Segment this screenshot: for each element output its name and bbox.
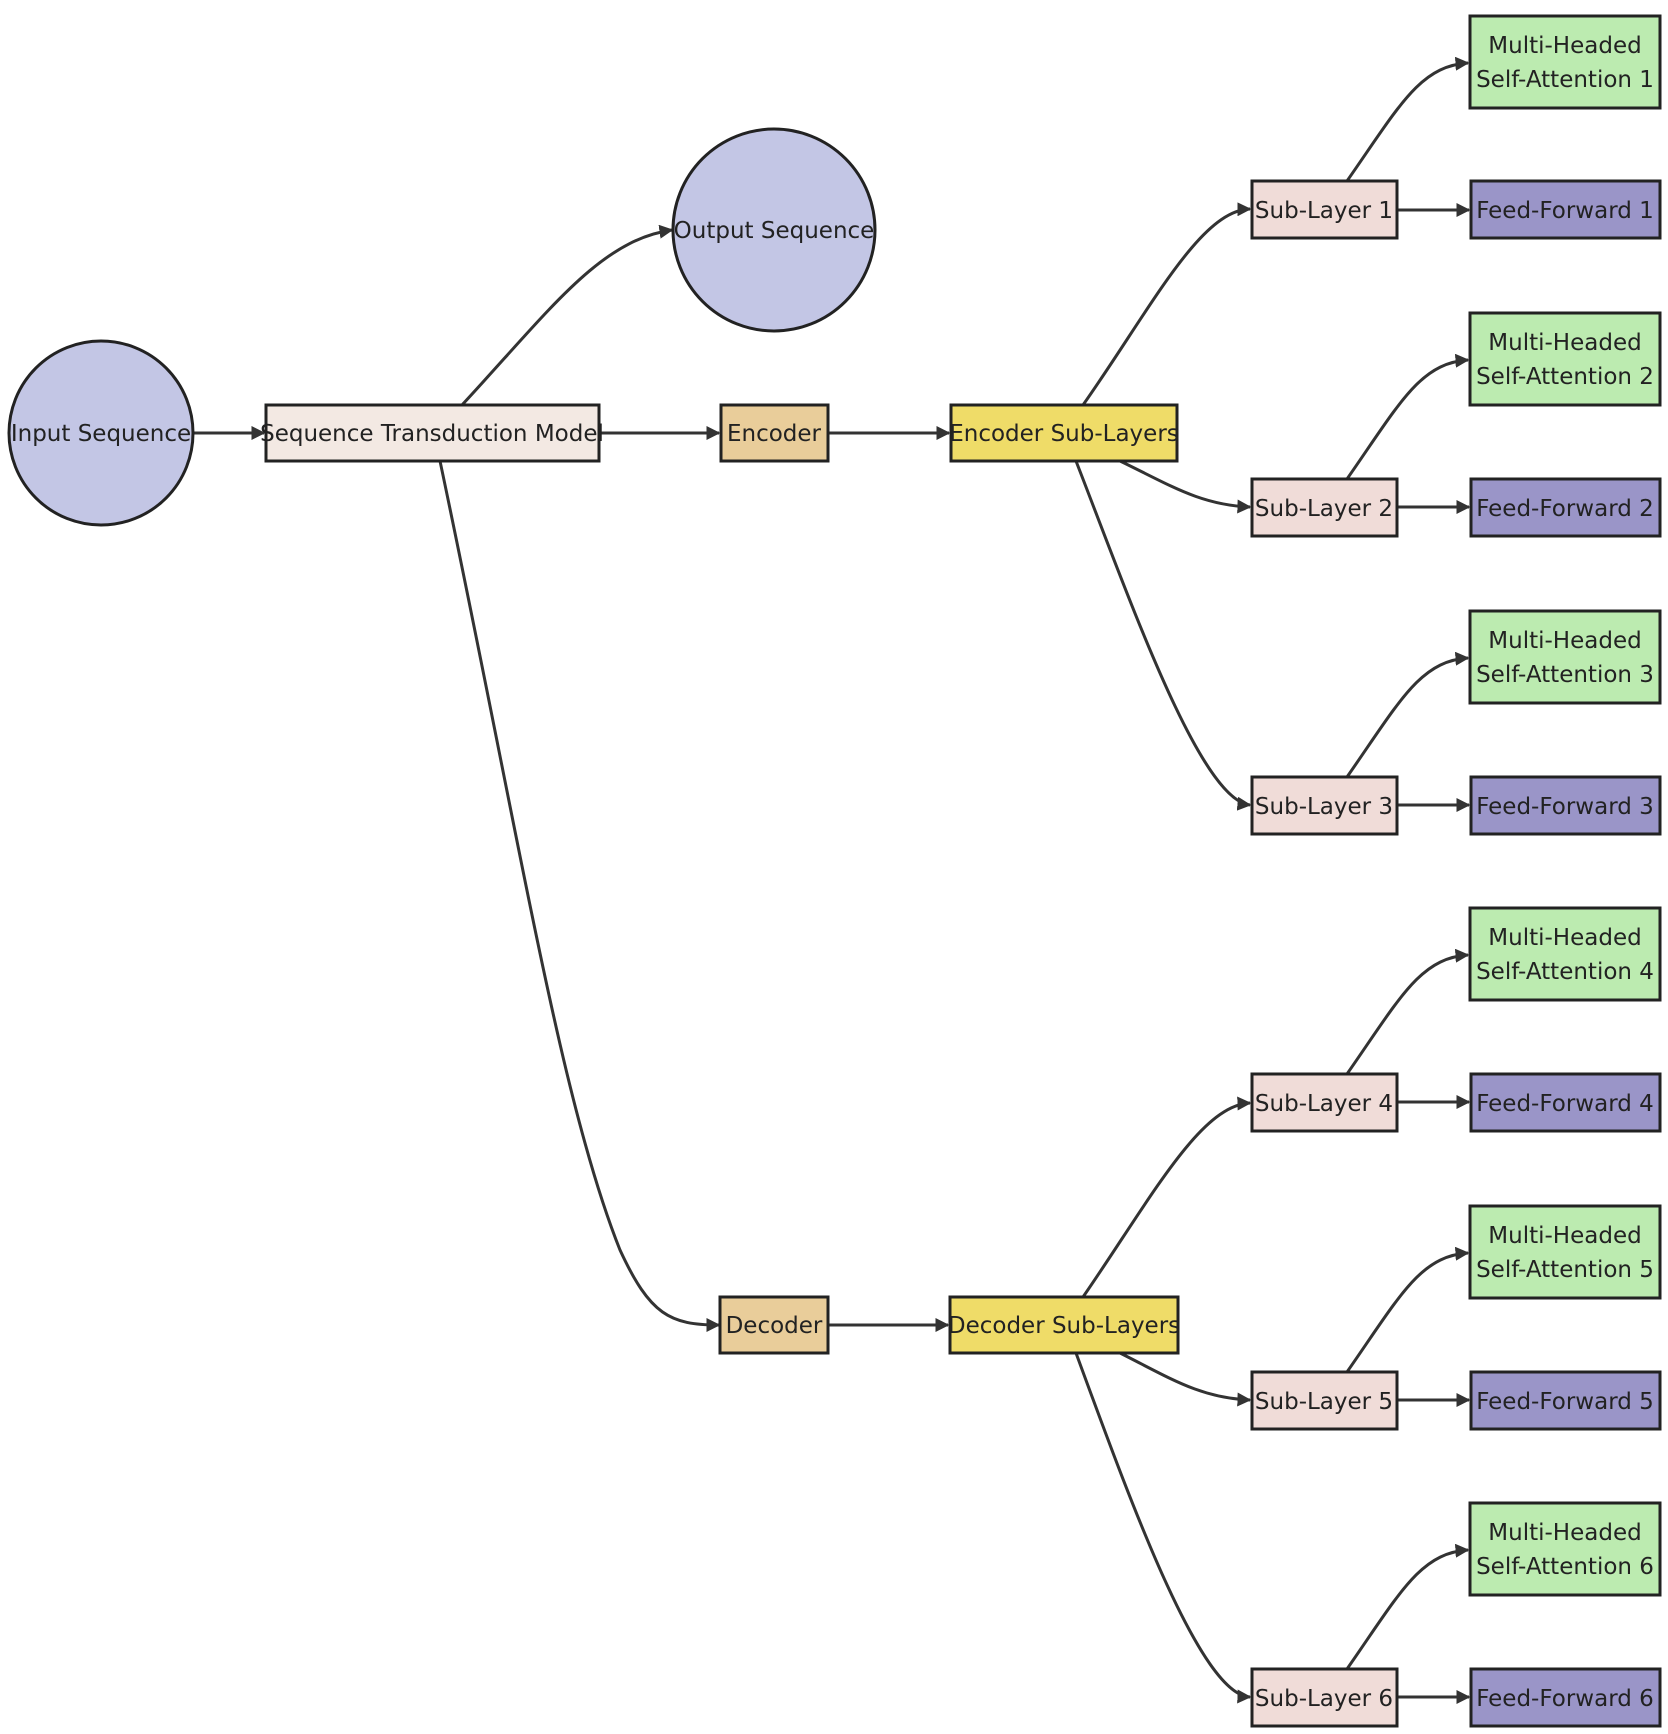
- feed-forward-1-box: [1469, 179, 1662, 240]
- sub-layer-4-node[interactable]: Sub-Layer 4: [1250, 1072, 1399, 1133]
- decoder-node[interactable]: Decoder: [718, 1295, 830, 1355]
- attention-1-line2: Self-Attention 1: [1476, 67, 1654, 93]
- attention-1-line1: Multi-Headed: [1488, 33, 1641, 59]
- feed-forward-4-node[interactable]: Feed-Forward 4: [1469, 1072, 1662, 1133]
- edge-model-to-decoder: [438, 460, 721, 1332]
- nodes: Input Sequence Output Sequence Sequence …: [7, 14, 1662, 1728]
- decoder-box: [718, 1295, 830, 1355]
- feed-forward-5-node[interactable]: Feed-Forward 5: [1469, 1370, 1662, 1431]
- input-sequence-label: Input Sequence: [11, 421, 191, 447]
- attention-2-line2: Self-Attention 2: [1476, 364, 1654, 390]
- sub-layer-5-label: Sub-Layer 5: [1255, 1389, 1393, 1415]
- feed-forward-3-box: [1469, 775, 1662, 836]
- attention-3-line2: Self-Attention 3: [1476, 662, 1654, 688]
- sub-layer-1-label: Sub-Layer 1: [1255, 198, 1393, 224]
- edge-model-to-output: [460, 224, 674, 407]
- feed-forward-4-box: [1469, 1072, 1662, 1133]
- decoder-sublayers-label: Decoder Sub-Layers: [948, 1313, 1180, 1339]
- sub-layer-5-box: [1250, 1370, 1399, 1431]
- attention-6-line1: Multi-Headed: [1488, 1520, 1641, 1546]
- feed-forward-1-label: Feed-Forward 1: [1476, 198, 1654, 224]
- attention-6-node[interactable]: Multi-Headed Self-Attention 6: [1468, 1501, 1662, 1597]
- encoder-sublayers-node[interactable]: Encoder Sub-Layers: [949, 403, 1179, 463]
- edge-decoder-sublayers-to-sub-layer-5: [1119, 1351, 1252, 1407]
- sub-layer-6-node[interactable]: Sub-Layer 6: [1250, 1667, 1399, 1728]
- feed-forward-3-label: Feed-Forward 3: [1476, 794, 1654, 820]
- sub-layer-4-box: [1250, 1072, 1399, 1133]
- sub-layer-6-box: [1250, 1667, 1399, 1728]
- decoder-sublayers-node[interactable]: Decoder Sub-Layers: [948, 1295, 1180, 1355]
- feed-forward-5-box: [1469, 1370, 1662, 1431]
- output-sequence-label: Output Sequence: [674, 218, 875, 244]
- edge-sub-layer-5-to-attention-5: [1345, 1246, 1470, 1373]
- sequence-transduction-model-box: [264, 403, 601, 463]
- attention-5-box: [1468, 1204, 1662, 1300]
- edge-sub-layer-3-to-attention-3: [1345, 651, 1470, 778]
- sub-layer-2-node[interactable]: Sub-Layer 2: [1250, 477, 1399, 538]
- attention-4-node[interactable]: Multi-Headed Self-Attention 4: [1468, 906, 1662, 1002]
- attention-1-node[interactable]: Multi-Headed Self-Attention 1: [1468, 14, 1662, 110]
- sub-layer-6-label: Sub-Layer 6: [1255, 1686, 1393, 1712]
- sub-layer-3-box: [1250, 775, 1399, 836]
- attention-3-line1: Multi-Headed: [1488, 628, 1641, 654]
- encoder-sublayers-box: [949, 403, 1179, 463]
- attention-5-line2: Self-Attention 5: [1476, 1257, 1654, 1283]
- output-sequence-node[interactable]: Output Sequence: [671, 127, 877, 333]
- sequence-transduction-model-label: Sequence Transduction Model: [260, 421, 604, 447]
- attention-2-line1: Multi-Headed: [1488, 330, 1641, 356]
- sub-layer-2-label: Sub-Layer 2: [1255, 496, 1393, 522]
- feed-forward-6-label: Feed-Forward 6: [1476, 1686, 1654, 1712]
- feed-forward-6-node[interactable]: Feed-Forward 6: [1469, 1667, 1662, 1728]
- edge-encoder-sublayers-to-sub-layer-1: [1081, 202, 1252, 406]
- attention-2-box: [1468, 311, 1662, 407]
- attention-3-node[interactable]: Multi-Headed Self-Attention 3: [1468, 609, 1662, 705]
- feed-forward-4-label: Feed-Forward 4: [1476, 1091, 1654, 1117]
- sub-layer-1-node[interactable]: Sub-Layer 1: [1250, 179, 1399, 240]
- sub-layer-3-node[interactable]: Sub-Layer 3: [1250, 775, 1399, 836]
- attention-1-box: [1468, 14, 1662, 110]
- encoder-box: [719, 403, 830, 463]
- sub-layer-4-label: Sub-Layer 4: [1255, 1091, 1393, 1117]
- attention-4-line2: Self-Attention 4: [1476, 959, 1654, 985]
- attention-6-box: [1468, 1501, 1662, 1597]
- sub-layer-1-box: [1250, 179, 1399, 240]
- encoder-node[interactable]: Encoder: [719, 403, 830, 463]
- sub-layer-2-box: [1250, 477, 1399, 538]
- feed-forward-5-label: Feed-Forward 5: [1476, 1389, 1654, 1415]
- attention-5-node[interactable]: Multi-Headed Self-Attention 5: [1468, 1204, 1662, 1300]
- edges: [193, 56, 1471, 1704]
- input-sequence-circle: [7, 339, 195, 527]
- attention-6-line2: Self-Attention 6: [1476, 1554, 1654, 1580]
- edge-encoder-sublayers-to-sub-layer-2: [1119, 459, 1252, 514]
- output-sequence-circle: [671, 127, 877, 333]
- sub-layer-3-label: Sub-Layer 3: [1255, 794, 1393, 820]
- feed-forward-2-box: [1469, 477, 1662, 538]
- feed-forward-6-box: [1469, 1667, 1662, 1728]
- decoder-sublayers-box: [948, 1295, 1180, 1355]
- attention-5-line1: Multi-Headed: [1488, 1223, 1641, 1249]
- edge-sub-layer-6-to-attention-6: [1345, 1543, 1470, 1670]
- attention-4-line1: Multi-Headed: [1488, 925, 1641, 951]
- encoder-label: Encoder: [727, 421, 822, 447]
- encoder-sublayers-label: Encoder Sub-Layers: [949, 421, 1179, 447]
- feed-forward-2-label: Feed-Forward 2: [1476, 496, 1654, 522]
- attention-2-node[interactable]: Multi-Headed Self-Attention 2: [1468, 311, 1662, 407]
- edge-decoder-sublayers-to-sub-layer-4: [1081, 1096, 1252, 1298]
- input-sequence-node[interactable]: Input Sequence: [7, 339, 195, 527]
- edge-encoder-sublayers-to-sub-layer-3: [1074, 460, 1252, 811]
- attention-4-box: [1468, 906, 1662, 1002]
- edge-decoder-sublayers-to-sub-layer-6: [1074, 1352, 1252, 1704]
- feed-forward-1-node[interactable]: Feed-Forward 1: [1469, 179, 1662, 240]
- edge-sub-layer-2-to-attention-2: [1345, 353, 1470, 480]
- edge-sub-layer-4-to-attention-4: [1345, 948, 1470, 1075]
- edge-sub-layer-1-to-attention-1: [1345, 56, 1470, 182]
- feed-forward-3-node[interactable]: Feed-Forward 3: [1469, 775, 1662, 836]
- sequence-transduction-model-node[interactable]: Sequence Transduction Model: [260, 403, 604, 463]
- sub-layer-5-node[interactable]: Sub-Layer 5: [1250, 1370, 1399, 1431]
- decoder-label: Decoder: [726, 1313, 823, 1339]
- attention-3-box: [1468, 609, 1662, 705]
- feed-forward-2-node[interactable]: Feed-Forward 2: [1469, 477, 1662, 538]
